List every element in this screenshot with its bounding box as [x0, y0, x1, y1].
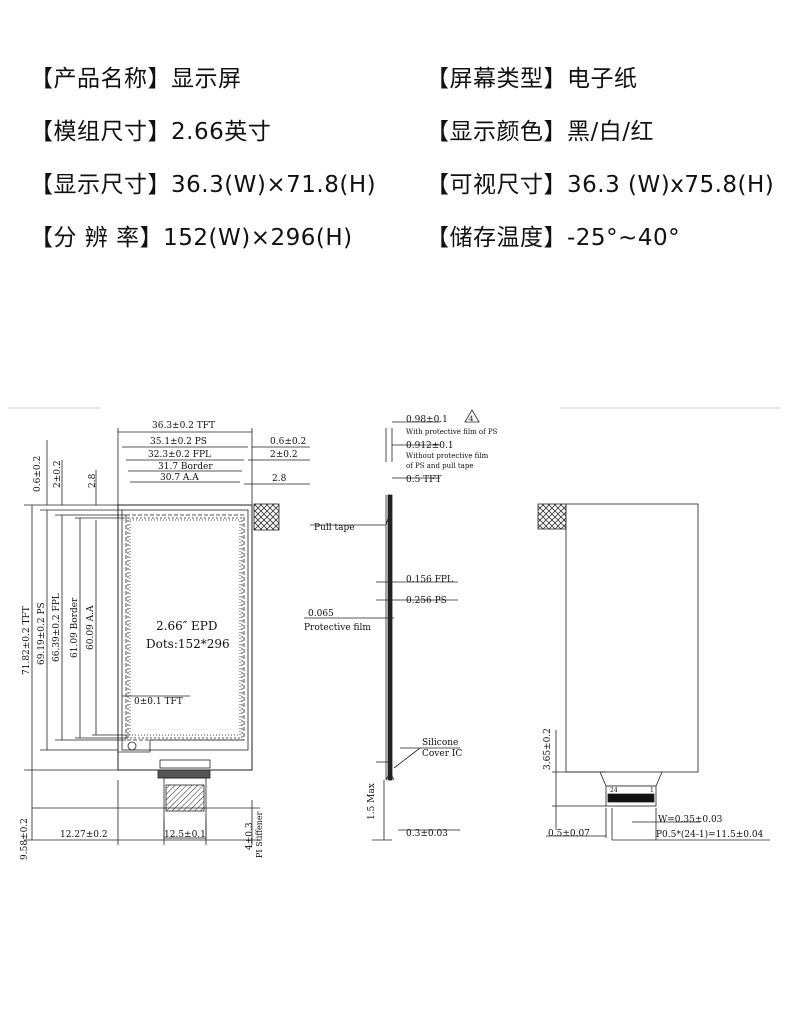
- spec-label: 【屏幕类型】: [426, 66, 567, 92]
- spec-value: 电子纸: [567, 66, 638, 92]
- dim-left-2: 2±0.2: [53, 460, 63, 488]
- dim-pitch: P0.5*(24-1)=11.5±0.04: [656, 829, 764, 840]
- warn-mark: 4: [469, 415, 474, 423]
- dim-edge: 0.5±0.07: [548, 829, 590, 839]
- dim-aa-width: 30.7 A.A: [160, 473, 199, 483]
- thick-fpl: 0.156 FPL: [406, 575, 453, 585]
- spec-label: 【产品名称】: [30, 66, 171, 92]
- spec-value: 显示屏: [171, 66, 242, 92]
- pin-last: 1: [650, 787, 654, 794]
- film-thick: 0.065: [308, 609, 334, 619]
- spec-storage-temp: 【储存温度】-25°~40°: [426, 223, 680, 253]
- thick-total-note: With protective film of PS: [406, 428, 498, 436]
- stiffener-label: PI Stiffener: [255, 811, 264, 858]
- dim-tail: 3.65±0.2: [543, 728, 553, 770]
- spec-screen-type: 【屏幕类型】电子纸: [426, 64, 638, 94]
- thick-no-film: 0.912±0.1: [406, 441, 454, 451]
- film-label: Protective film: [304, 623, 371, 633]
- spec-label: 【模组尺寸】: [30, 119, 171, 145]
- spec-value: 黑/白/红: [567, 119, 654, 145]
- dim-bottom-height: 9.58±0.2: [20, 818, 30, 860]
- side-view: [304, 409, 480, 841]
- dim-aa-height: 60.09 A.A: [86, 605, 96, 650]
- dim-stiffener: 4±0.3: [245, 822, 255, 850]
- dim-tft-width: 36.3±0.2 TFT: [152, 421, 215, 431]
- thick-no-film-note-2: of PS and pull tape: [406, 462, 473, 470]
- dim-fpc-left: 12.27±0.2: [60, 830, 108, 840]
- silicone-2: Cover IC: [422, 749, 462, 759]
- dim-pin-width: W=0.35±0.03: [658, 815, 723, 825]
- thick-total: 0.98±0.1: [406, 415, 448, 425]
- dim-tft-height: 71.82±0.2 TFT: [22, 606, 32, 675]
- epd-name: 2.66″ EPD: [156, 619, 217, 633]
- pin-first: 24: [610, 787, 618, 794]
- spec-value: 36.3(W)×71.8(H): [171, 172, 377, 198]
- dim-left-06: 0.6±0.2: [33, 456, 43, 492]
- max-height: 1.5 Max: [367, 783, 377, 820]
- spec-display-size: 【显示尺寸】36.3(W)×71.8(H): [30, 170, 376, 200]
- spec-label: 【显示尺寸】: [30, 172, 171, 198]
- dim-right-06: 0.6±0.2: [270, 437, 306, 447]
- spec-label: 【分 辨 率】: [30, 225, 164, 251]
- spec-label: 【储存温度】: [426, 225, 567, 251]
- thick-ps: 0.256 PS: [406, 596, 447, 606]
- dim-border-height: 61.09 Border: [70, 597, 80, 658]
- dim-fpc-width: 12.5±0.1: [164, 830, 206, 840]
- spec-value: 2.66英寸: [171, 119, 272, 145]
- dim-ps-width: 35.1±0.2 PS: [150, 437, 207, 447]
- dim-right-28: 2.8: [272, 474, 287, 484]
- dim-right-2: 2±0.2: [270, 450, 298, 460]
- thick-no-film-note-1: Without protective film: [406, 452, 489, 460]
- pull-tape: Pull tape: [314, 523, 355, 533]
- silicone-1: Silicone: [422, 738, 458, 748]
- spec-value: -25°~40°: [567, 225, 681, 251]
- spec-label: 【显示颜色】: [426, 119, 567, 145]
- technical-drawing: 36.3±0.2 TFT 35.1±0.2 PS 32.3±0.2 FPL 31…: [8, 407, 780, 860]
- spec-resolution: 【分 辨 率】152(W)×296(H): [30, 223, 353, 253]
- spec-label: 【可视尺寸】: [426, 172, 567, 198]
- thick-tft: 0.5 TFT: [406, 475, 441, 485]
- spec-display-color: 【显示颜色】黑/白/红: [426, 117, 654, 147]
- spec-value: 36.3 (W)x75.8(H): [567, 172, 775, 198]
- back-view: [537, 503, 770, 841]
- spec-module-size: 【模组尺寸】2.66英寸: [30, 117, 271, 147]
- tft-offset: 0±0.1 TFT: [134, 697, 183, 707]
- dim-fpl-height: 66.39±0.2 FPL: [52, 593, 62, 662]
- dim-ps-height: 69.19±0.2 PS: [37, 602, 47, 665]
- spec-visible-size: 【可视尺寸】36.3 (W)x75.8(H): [426, 170, 774, 200]
- spec-product-name: 【产品名称】显示屏: [30, 64, 242, 94]
- dim-left-28: 2.8: [88, 473, 98, 488]
- front-view: [8, 407, 780, 845]
- spec-value: 152(W)×296(H): [163, 225, 353, 251]
- epd-dots: Dots:152*296: [146, 637, 230, 651]
- dim-border-width: 31.7 Border: [158, 462, 213, 472]
- spec-table: 【产品名称】显示屏 【屏幕类型】电子纸 【模组尺寸】2.66英寸 【显示颜色】黑…: [0, 0, 790, 300]
- dim-fpl-width: 32.3±0.2 FPL: [148, 450, 211, 460]
- fpc-thick: 0.3±0.03: [406, 829, 448, 839]
